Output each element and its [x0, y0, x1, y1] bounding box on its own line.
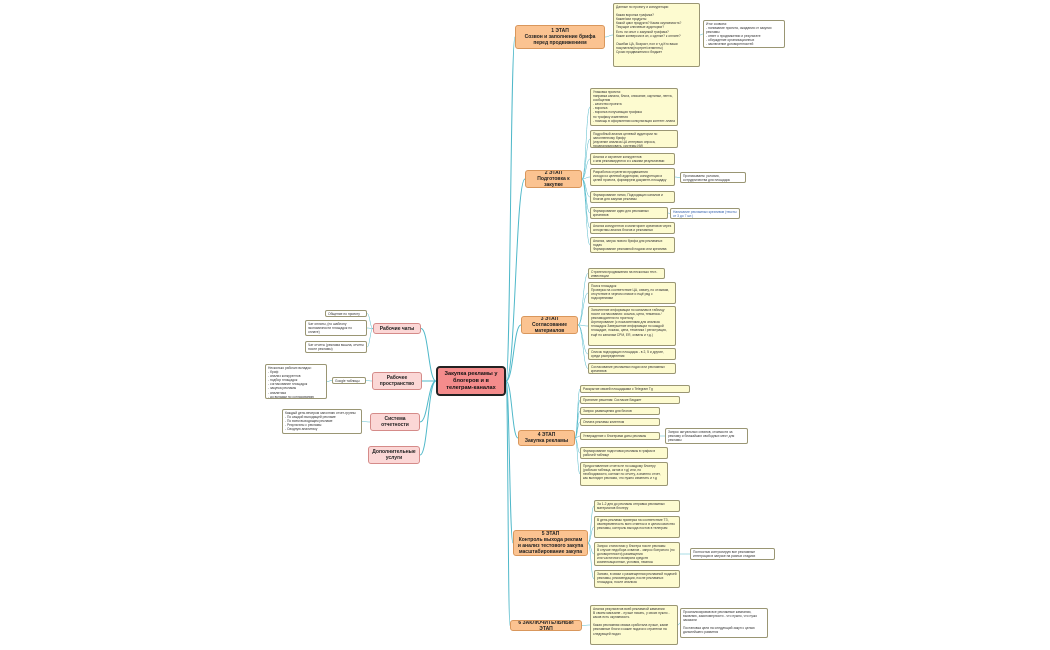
stage-4-note-3: Запрос размещения для блогов: [580, 407, 660, 415]
edge-stage-4-note-7: [574, 437, 581, 475]
edge-stage-6-side: [677, 622, 681, 626]
stage-2-note-5: Формирование литки, Подходящих каналов и…: [590, 191, 675, 203]
edge-stage-3-note-1: [577, 273, 589, 326]
stage-6-node[interactable]: 6 ЗАКЛЮЧИТЕЛЬНЫЙ ЭТАП: [510, 620, 582, 631]
edge-root-stage-2: [505, 178, 526, 382]
stage-2-note-1: Упаковка проекта: направка канала, блога…: [590, 88, 678, 126]
edge-stage-2-note-1: [581, 106, 591, 180]
stage-5-note-4: Заново, в связи с размещенная рекламной …: [594, 570, 680, 588]
chats-note-3: Чат отчеты (реклама вышла, отчеты после …: [305, 341, 367, 353]
left-stage-chats-label: Рабочие чаты: [379, 325, 415, 332]
chats-note-2: Чат оплаты, (по шаблону экономичности пл…: [305, 320, 367, 336]
edge-stage-4-note-4: [574, 421, 581, 439]
edge-stage-2-note-8: [581, 178, 591, 246]
edge-root-stage-1: [505, 36, 516, 382]
edge-reporting-note: [361, 421, 371, 423]
stage-4-node[interactable]: 4 ЭТАП Закупка рекламы: [518, 430, 575, 446]
stage-5-note-3: Запрос статистики у блогера после реклам…: [594, 542, 680, 566]
stage-3-note-2: Поиск площадок Проверка на соответствие …: [588, 282, 676, 304]
stage-3-note-1: Стратегия продвижения на несколько тест-…: [588, 268, 665, 279]
root-node[interactable]: Закупка рекламы у блогеров и в телеграм-…: [436, 366, 506, 396]
stage-4-note-2: Принятие решения: Согласие Бюджет: [580, 396, 680, 404]
edge-stage-3-note-5: [577, 324, 589, 369]
stage-1-side-note: Итог созвона: - понимание проекта, ожида…: [703, 20, 785, 48]
edge-workspace-note: [326, 380, 333, 382]
stage-4-note-5: Утверждение с блогерами даты рекламы: [580, 432, 660, 440]
stage-2-node[interactable]: 2 ЭТАП Подготовка к закупке: [525, 170, 582, 188]
stage-3-note-4: Список подходящих площадок - в 2, 5 и др…: [588, 348, 676, 360]
edge-stage-2-note-7: [581, 178, 591, 229]
edge-root-stage-6: [505, 380, 511, 626]
stage-3-node[interactable]: 3 ЭТАП Согласование материалов: [521, 316, 578, 334]
stage-4-note-6: Формирование подготовки рекламы в график…: [580, 447, 668, 459]
edge-stage-5-note-4: [587, 542, 595, 580]
edge-stage-3-note-4: [577, 324, 589, 355]
left-stage-chats-node[interactable]: Рабочие чаты: [373, 323, 421, 334]
edge-stage-5-note-3: [587, 542, 595, 555]
edge-stage-1-side: [699, 33, 704, 36]
stage-2-note-2: Подробный анализ целевой аудитории по за…: [590, 130, 678, 148]
stage-4-note-7: Предоставление отчета не по каждому блог…: [580, 462, 668, 486]
edge-root-chats: [420, 328, 437, 382]
stage-2-note-3: Анализ и изучение конкурентов с кем рекл…: [590, 153, 675, 165]
left-stage-workspace-label: Рабочее пространство: [379, 375, 415, 387]
edge-root-stage-3: [505, 324, 522, 382]
reporting-note-1: Каждый день вечером заполняю отчет-групп…: [282, 409, 362, 434]
left-stage-reporting-node[interactable]: Система отчетности: [370, 413, 420, 431]
edge-stage-4-note-5: [574, 435, 581, 439]
edge-chats-2: [366, 327, 374, 329]
stage-1-node[interactable]: 1 ЭТАП Созвон и заполнение брифа перед п…: [515, 25, 605, 49]
edge-stage-2-side-2: [667, 212, 671, 214]
edge-stage-5-note-2: [587, 526, 595, 544]
stage-1-label: 1 ЭТАП Созвон и заполнение брифа перед п…: [524, 28, 596, 46]
stage-2-note-7: Анализ конкурентов и мониторинг креативо…: [590, 222, 675, 234]
edge-stage-2-note-3: [581, 158, 591, 180]
edge-stage-1-note-1: [604, 34, 614, 38]
edge-stage-5-note-1: [587, 505, 595, 544]
edge-chats-3: [366, 328, 374, 348]
stage-5-node[interactable]: 5 ЭТАП Контроль выхода реклам и анализ т…: [513, 530, 588, 556]
stage-4-note-1: Раскрытие связей площадками с Telegram T…: [580, 385, 690, 393]
stage-6-note-1: Анализ результатов всей рекламной кампан…: [590, 605, 678, 645]
left-stage-reporting-label: Система отчетности: [381, 416, 409, 428]
stage-1-note-1: Данные по проекту и конкуренции Какая во…: [613, 3, 700, 67]
stage-2-note-6: Формирование идеи для рекламных креативо…: [590, 207, 668, 219]
chats-note-1: Общение по проекту: [325, 310, 367, 317]
edge-stage-2-note-2: [581, 138, 591, 180]
stage-2-side-note: Прописываем: условия, сотрудничества для…: [680, 172, 746, 183]
edge-stage-2-note-4: [581, 176, 591, 180]
edge-stage-6-note-1: [581, 624, 591, 626]
stage-5-note-1: За 1-2 дня до рекламы отправка рекламных…: [594, 500, 680, 512]
stage-3-note-5: Согласование рекламных подач или рекламн…: [588, 363, 676, 374]
edge-stage-2-side: [674, 176, 681, 178]
left-stage-extra-label: Дополнительные услуги: [372, 449, 416, 461]
root-title: Закупка рекламы у блогеров и в телеграм-…: [444, 370, 498, 391]
stage-2-side-note-2: Написание рекламных креативов (тексты от…: [670, 208, 740, 219]
stage-6-side-note: Проанализировав все рекламные кампании, …: [680, 608, 768, 638]
edge-root-stage-5: [505, 380, 514, 544]
left-stage-extra-node[interactable]: Дополнительные услуги: [368, 446, 420, 464]
edge-stage-3-note-2: [577, 292, 589, 326]
stage-2-note-4: Разработка стратегии продвижения исходя …: [590, 168, 675, 186]
edge-stage-3-note-3: [577, 324, 589, 327]
edge-chats-1: [366, 313, 374, 329]
edge-root-extra: [419, 380, 437, 456]
stage-4-label: 4 ЭТАП Закупка рекламы: [524, 432, 569, 444]
workspace-note-1: Несколько рабочих вкладок: - бриф - анал…: [265, 364, 327, 399]
stage-4-side-note: Запрос актуальных охватов, стоимости за …: [665, 428, 748, 444]
stage-5-note-2: В день рекламы проверка на соответствие …: [594, 516, 680, 538]
edge-root-stage-4: [505, 380, 519, 439]
stage-3-note-3: Заполнение информации по каналам в табли…: [588, 306, 676, 346]
edge-workspace-tag: [365, 380, 373, 382]
stage-2-label: 2 ЭТАП Подготовка к закупке: [537, 170, 570, 188]
stage-4-note-4: Оплата рекламы клиентом: [580, 418, 660, 426]
stage-2-note-8: Анализ, запуск нового брифа для рекламны…: [590, 237, 675, 253]
left-stage-workspace-node[interactable]: Рабочее пространство: [372, 372, 422, 390]
stage-5-label: 5 ЭТАП Контроль выхода реклам и анализ т…: [517, 531, 584, 555]
stage-3-label: 3 ЭТАП Согласование материалов: [531, 316, 568, 334]
stage-5-side-note: Полностью контролирую все рекламные инте…: [690, 548, 775, 560]
stage-6-label: 6 ЗАКЛЮЧИТЕЛЬНЫЙ ЭТАП: [518, 620, 574, 631]
workspace-tag: Google таблицы: [332, 377, 366, 384]
